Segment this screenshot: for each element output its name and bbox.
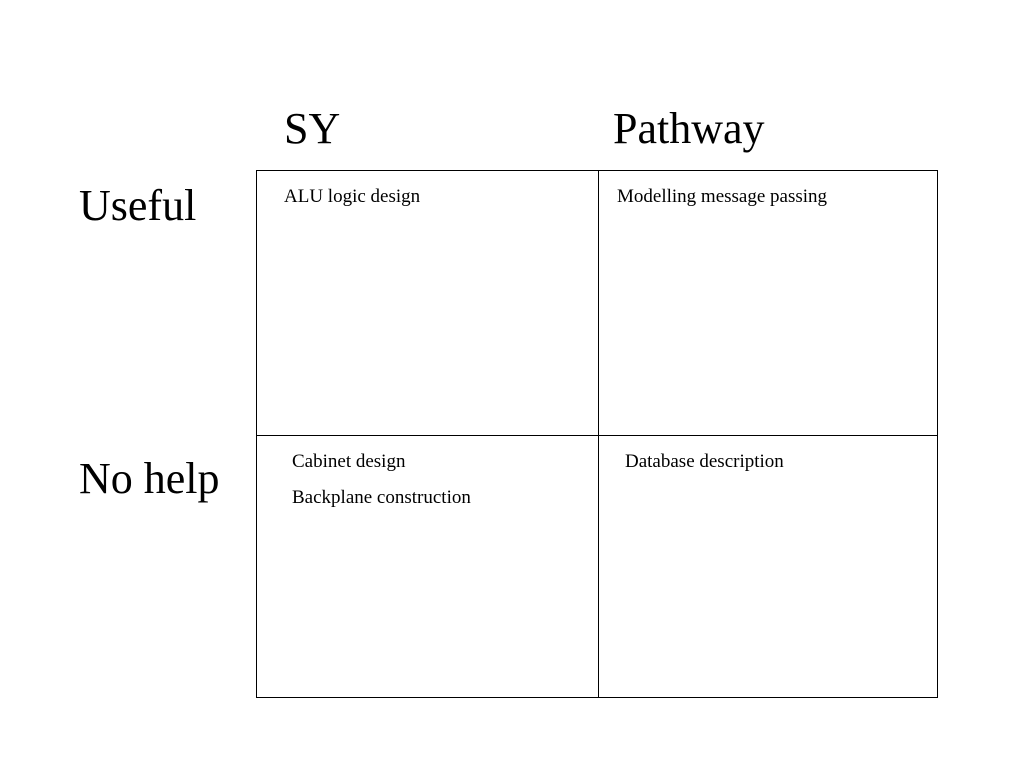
cell-sy-useful: ALU logic design (284, 179, 420, 215)
cell-item: Modelling message passing (617, 186, 828, 207)
cell-item: Cabinet design (292, 451, 406, 472)
cell-sy-no-help: Cabinet design Backplane construction (292, 444, 471, 516)
cell-pathway-useful: Modelling message passing (617, 179, 827, 215)
cell-item: Backplane construction (292, 487, 471, 508)
column-header-sy: SY (284, 104, 341, 153)
cell-item: ALU logic design (284, 186, 421, 207)
grid-vertical-divider (598, 171, 599, 697)
grid-horizontal-divider (257, 435, 937, 436)
quadrant-grid: ALU logic design Modelling message passi… (256, 170, 938, 698)
column-header-pathway: Pathway (613, 104, 765, 153)
cell-item: Database description (625, 451, 784, 472)
row-header-useful: Useful (79, 181, 197, 230)
cell-pathway-no-help: Database description (625, 444, 784, 480)
row-header-no-help: No help (79, 454, 220, 503)
